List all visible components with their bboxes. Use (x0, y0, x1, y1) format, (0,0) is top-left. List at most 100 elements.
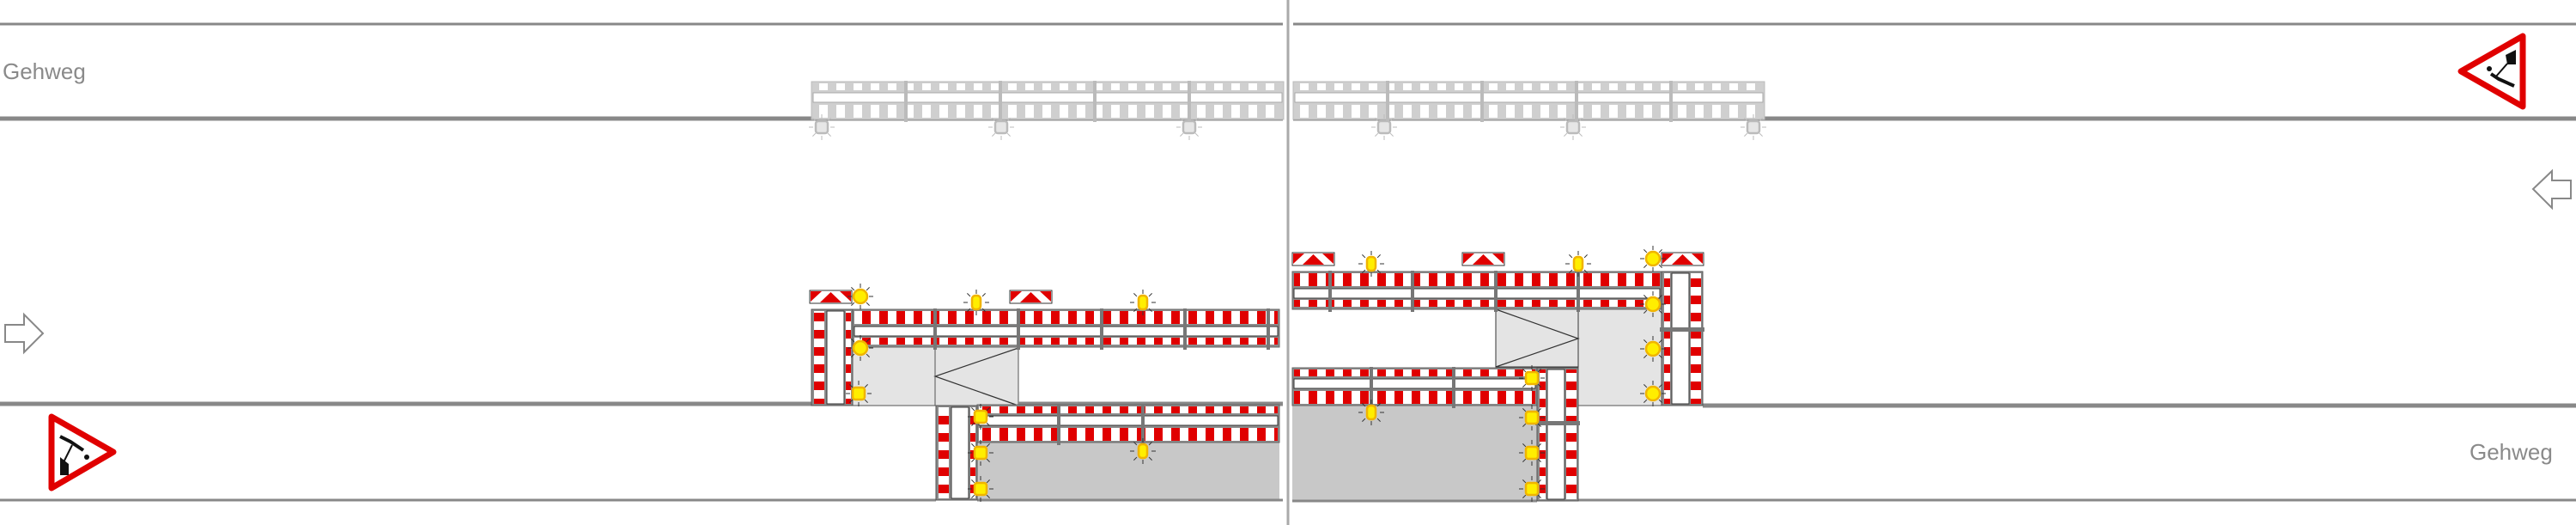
guidance-board (1661, 252, 1704, 266)
lamp-ray (1133, 442, 1138, 446)
barrier-stripes (1566, 369, 1577, 499)
barrier-post (933, 308, 937, 350)
lamp-body (973, 445, 988, 461)
board-chevron (811, 291, 822, 302)
sign-shovel (63, 444, 73, 463)
board-chevron (1303, 254, 1324, 265)
lamp-body (1365, 255, 1377, 272)
lamp-ray (849, 384, 854, 388)
lamp-ray (967, 308, 971, 312)
lamp-ray (1537, 408, 1541, 412)
lamp-ray (851, 287, 855, 291)
lamp-body (1182, 119, 1197, 135)
warning-lamp-icon (1358, 251, 1384, 277)
barrier-vertical (1660, 271, 1704, 406)
barrier-panel (1671, 272, 1690, 405)
barrier-stripes (846, 311, 851, 404)
lamp-body (814, 119, 829, 135)
lamp-ray (1148, 308, 1152, 312)
guidance-board (809, 290, 853, 304)
lamp-ray (866, 339, 870, 343)
lamp-ray (986, 458, 990, 462)
barrier-post (1188, 81, 1191, 122)
warning-lamp-icon (968, 476, 993, 502)
barrier-vertical (1535, 367, 1580, 502)
arrow-left-icon (2531, 168, 2572, 211)
lamp-ray (971, 458, 975, 462)
lamp-ray (1376, 418, 1381, 422)
barrier-post (1452, 367, 1455, 408)
lamp-body (1365, 404, 1377, 421)
lamp-body (1644, 296, 1662, 313)
board-chevron (1492, 253, 1504, 264)
lamp-ray (866, 302, 870, 306)
lamp-body (1524, 445, 1540, 461)
barrier-rail (812, 92, 1283, 103)
board-chevron (1692, 253, 1703, 264)
barrier-post (1183, 308, 1187, 350)
lamp-ray (1389, 132, 1394, 137)
sign-mound (2506, 50, 2516, 64)
barrier-stripes (814, 311, 824, 404)
lamp-body (993, 119, 1009, 135)
taper-lines (1495, 308, 1580, 368)
lamp-ray (1578, 118, 1583, 122)
warning-lamp-icon (1519, 440, 1545, 466)
warning-lamp-icon (1640, 381, 1666, 406)
lamp-ray (1133, 456, 1138, 461)
barrier-vertical (811, 308, 854, 406)
warning-lamp-icon (1130, 290, 1156, 315)
lamp-ray (1362, 418, 1366, 422)
lamp-ray (1643, 339, 1648, 344)
lamp-ray (1522, 369, 1527, 373)
barrier-horizontal (976, 404, 1280, 445)
sign-shovel (2494, 63, 2508, 78)
taper-box (1495, 307, 1579, 368)
lamp-ray (986, 443, 990, 448)
barrier-post (1660, 327, 1704, 332)
warning-lamp-icon (1358, 400, 1384, 425)
barrier-post (1411, 271, 1414, 312)
lamp-ray (971, 422, 975, 426)
barrier-rail (1293, 288, 1661, 299)
lamp-ray (1133, 293, 1138, 297)
lamp-body (851, 386, 866, 401)
barrier-post (1494, 271, 1498, 312)
warning-lamp-icon (1565, 251, 1591, 277)
lamp-ray (1578, 132, 1583, 137)
lamp-ray (1194, 132, 1199, 137)
lamp-ray (1537, 423, 1541, 427)
warning-lamp-icon (1176, 114, 1202, 140)
barrier-horizontal (852, 308, 1280, 350)
barrier-post (1575, 81, 1578, 122)
lamp-ray (967, 293, 971, 297)
lamp-body (1572, 255, 1584, 272)
guidance-board (1291, 252, 1335, 266)
barrier-panel (951, 406, 969, 499)
sidewalk-label-bottom: Gehweg (2470, 439, 2553, 465)
lamp-ray (1537, 443, 1541, 448)
warning-lamp-icon (1371, 114, 1397, 140)
lamp-ray (864, 399, 868, 403)
board-chevron (1293, 253, 1304, 264)
lamp-ray (1522, 423, 1527, 427)
barrier-post (999, 81, 1002, 122)
roadworks-warning-sign-icon (2458, 33, 2526, 110)
lamp-ray (1569, 269, 1573, 273)
barrier-panel (1546, 369, 1565, 500)
lamp-body (973, 481, 988, 497)
lamp-ray (1643, 295, 1648, 299)
barrier-stripes (1664, 273, 1670, 404)
lamp-body (1746, 119, 1761, 135)
sign-worker-body (2489, 72, 2515, 88)
guidance-board (1461, 252, 1505, 266)
warning-lamp-icon (1130, 438, 1156, 464)
lamp-ray (866, 287, 870, 291)
sign-worker-head (2487, 66, 2492, 71)
barrier-rail (1293, 378, 1536, 389)
lamp-ray (1148, 456, 1152, 461)
removed-barrier (811, 81, 1285, 122)
lamp-ray (827, 132, 831, 137)
lamp-ray (1759, 132, 1763, 137)
